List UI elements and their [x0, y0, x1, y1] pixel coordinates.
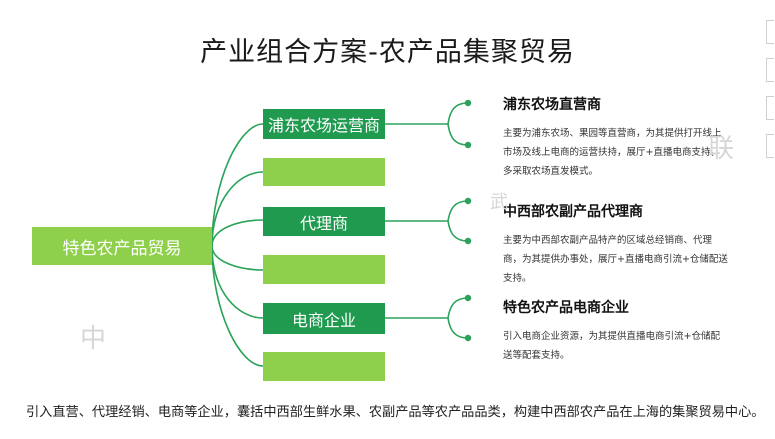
desc-text: 引入电商企业资源，为其提供直播电商引流+仓储配送等配套支持。	[503, 331, 720, 361]
desc-title: 特色农产品电商企业	[503, 300, 629, 316]
bullet-dot	[464, 237, 472, 245]
middle-arc-top	[211, 171, 264, 247]
desc-title: 浦东农场直营商	[503, 97, 601, 113]
branch-spacer-2	[263, 255, 385, 284]
right-connector-3	[385, 297, 469, 339]
footer-summary: 引入直营、代理经销、电商等企业，囊括中西部生鲜水果、农副产品等农产品品类，构建中…	[26, 405, 765, 420]
edge-tab	[766, 20, 774, 44]
right-connector-2	[385, 200, 469, 242]
center-node: 特色农产品贸易	[32, 227, 212, 265]
desc-block-3: 特色农产品电商企业 引入电商企业资源，为其提供直播电商引流+仓储配送等配套支持。	[503, 297, 729, 365]
right-connector-1	[385, 102, 469, 146]
bullet-dot	[464, 197, 472, 205]
edge-tab	[766, 134, 774, 158]
bullet-dot	[464, 294, 472, 302]
branch-spacer-3	[263, 352, 385, 381]
desc-text: 主要为浦东农场、果园等直营商，为其提供打开线上市场及线上电商的运营扶持，展厅+直…	[503, 128, 722, 177]
inner-arc-top	[211, 219, 264, 247]
outer-arc-top	[211, 123, 264, 247]
bullet-dot	[464, 141, 472, 149]
bullet-dot	[464, 99, 472, 107]
edge-tab	[766, 96, 774, 120]
branch-spacer-1	[263, 158, 385, 186]
watermark-text: 武	[490, 192, 508, 213]
branch-box-1: 浦东农场运营商	[263, 109, 385, 139]
bullet-dot	[464, 334, 472, 342]
desc-block-2: 中西部农副产品代理商 主要为中西部农副产品特产的区域总经销商、代理商，为其提供办…	[503, 201, 729, 288]
branch-box-2: 代理商	[263, 207, 385, 236]
desc-text: 主要为中西部农副产品特产的区域总经销商、代理商，为其提供办事处，展厅+直播电商引…	[503, 235, 728, 284]
inner-arc-bottom	[211, 245, 264, 271]
desc-title: 中西部农副产品代理商	[503, 204, 643, 220]
watermark-text: 联	[708, 134, 735, 164]
outer-arc-bottom	[211, 245, 264, 367]
edge-tab	[766, 58, 774, 82]
desc-block-1: 浦东农场直营商 主要为浦东农场、果园等直营商，为其提供打开线上市场及线上电商的运…	[503, 94, 729, 181]
middle-arc-bottom	[211, 245, 264, 319]
branch-box-3: 电商企业	[263, 303, 385, 334]
page-title: 产业组合方案-农产品集聚贸易	[200, 37, 575, 68]
watermark-text: 中	[80, 324, 107, 354]
